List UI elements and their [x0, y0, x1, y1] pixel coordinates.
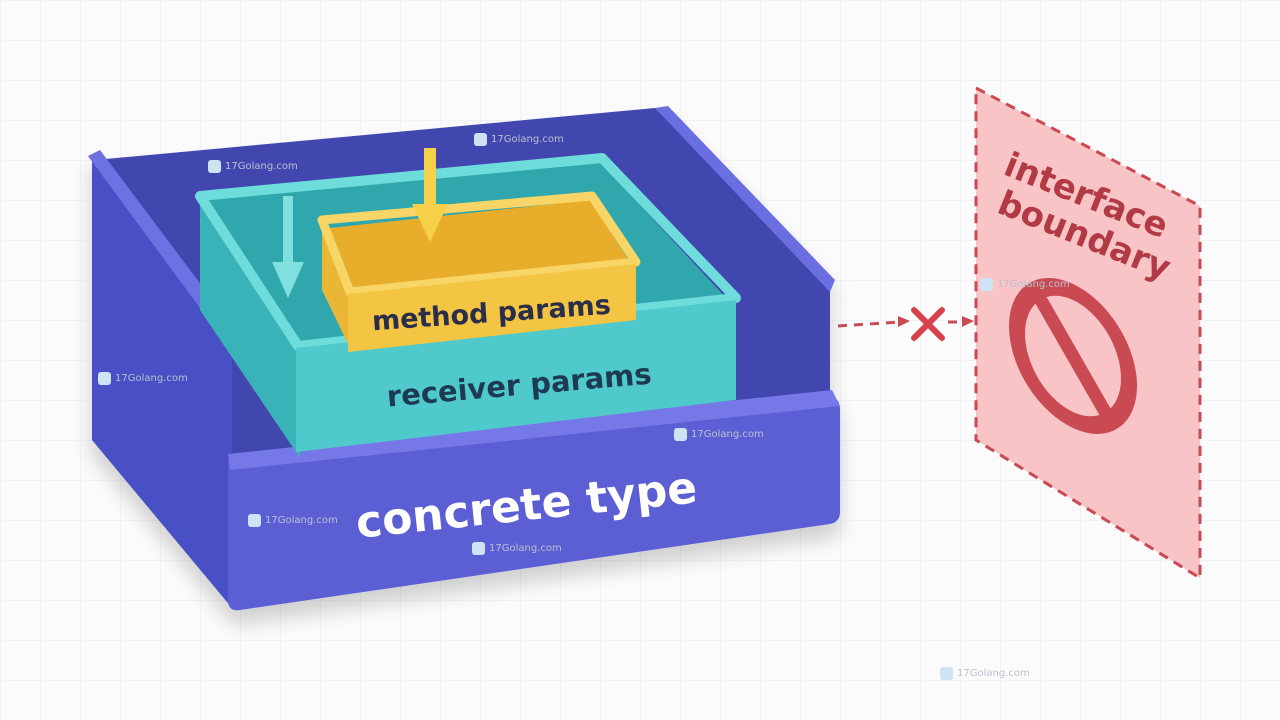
watermark-logo-icon [474, 133, 487, 146]
watermark-logo-icon [980, 278, 993, 291]
watermark-logo-icon [248, 514, 261, 527]
watermark-logo-icon [98, 372, 111, 385]
inner-box-front [348, 264, 636, 352]
outer-box-right-rim [655, 106, 835, 292]
watermark: 17Golang.com [208, 160, 298, 173]
watermark-logo-icon [940, 667, 953, 680]
watermark: 17Golang.com [940, 667, 1030, 680]
outer-box-front-rim [228, 390, 840, 470]
prohibited-icon [1009, 278, 1137, 434]
down-arrow-icon [272, 196, 304, 298]
middle-box-rim [195, 153, 741, 351]
blocked-connector [837, 307, 974, 341]
watermark: 17Golang.com [472, 542, 562, 555]
interface-boundary-panel: interface boundary [974, 85, 1202, 581]
watermark: 17Golang.com [98, 372, 188, 385]
watermark-logo-icon [472, 542, 485, 555]
watermark-logo-icon [674, 428, 687, 441]
outer-box-left-wall [92, 158, 232, 608]
watermark: 17Golang.com [980, 278, 1070, 291]
down-arrow-icon [412, 148, 448, 242]
inner-box-rim [317, 191, 641, 297]
watermark-logo-icon [208, 160, 221, 173]
middle-box-left-wall [200, 198, 300, 458]
method-params-box [317, 191, 641, 352]
watermark: 17Golang.com [474, 133, 564, 146]
boundary-plane [974, 85, 1202, 581]
watermark: 17Golang.com [674, 428, 764, 441]
watermark: 17Golang.com [248, 514, 338, 527]
inner-box-left-wall [322, 222, 350, 348]
cross-icon [911, 307, 945, 341]
